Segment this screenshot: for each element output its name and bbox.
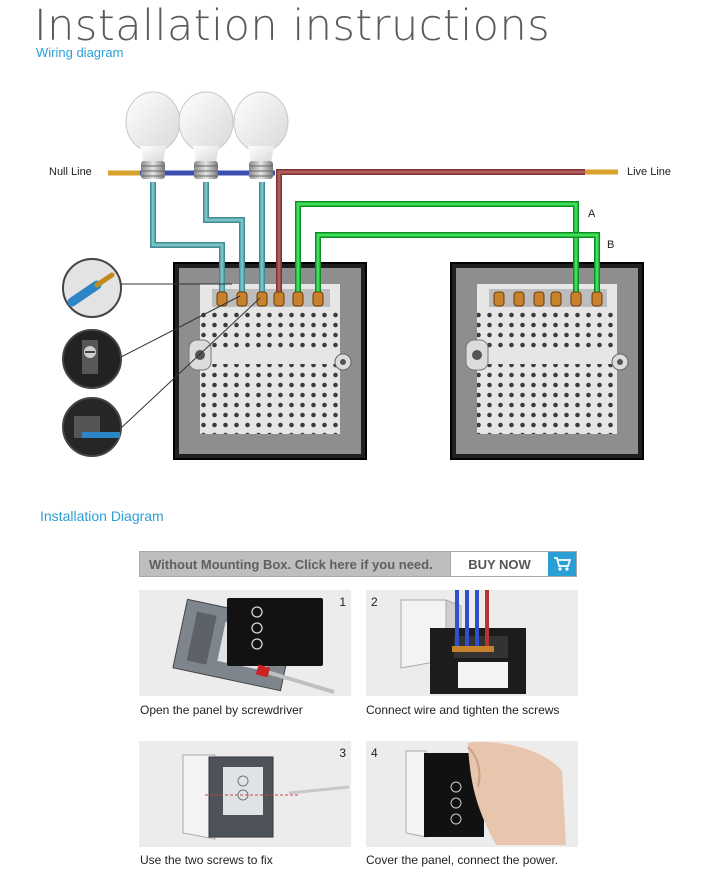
leader-lines xyxy=(120,283,261,429)
step-1-number: 1 xyxy=(339,595,346,609)
null-line-label: Null Line xyxy=(49,166,92,178)
right-terminals xyxy=(493,291,603,307)
step-3-image: 3 xyxy=(139,741,351,847)
wiring-diagram xyxy=(62,91,644,460)
wire-insert-detail xyxy=(62,397,122,457)
path-b-label: B xyxy=(607,239,615,251)
page-title: Installation instructions xyxy=(34,1,551,51)
step-1-caption: Open the panel by screwdriver xyxy=(140,703,303,717)
path-a-label: A xyxy=(588,208,596,220)
wire-strip-detail xyxy=(62,258,122,318)
banner-text[interactable]: Without Mounting Box. Click here if you … xyxy=(149,557,433,572)
step-4-caption: Cover the panel, connect the power. xyxy=(366,853,559,867)
step-1-image: 1 xyxy=(139,590,351,696)
buy-now-label: BUY NOW xyxy=(468,556,531,572)
left-terminals xyxy=(216,291,324,307)
live-line-wire xyxy=(276,169,618,303)
buy-now-button[interactable]: BUY NOW xyxy=(450,551,577,577)
step-2-caption: Connect wire and tighten the screws xyxy=(366,703,560,717)
load-wires xyxy=(150,182,265,300)
screwdriver-icon xyxy=(255,664,335,694)
step-4-image: 4 xyxy=(366,741,578,847)
light-bulb-icon xyxy=(178,91,234,179)
step-3-number: 3 xyxy=(339,746,346,760)
screw-terminal-detail xyxy=(62,329,122,389)
installation-heading: Installation Diagram xyxy=(40,508,164,524)
traveler-wire-a xyxy=(295,201,579,300)
step-2-image: 2 xyxy=(366,590,578,696)
switch-panel-left xyxy=(173,262,367,460)
step-4-number: 4 xyxy=(371,746,378,760)
mounting-box-banner[interactable]: Without Mounting Box. Click here if you … xyxy=(139,551,577,577)
light-bulb-icon xyxy=(125,91,181,179)
shopping-cart-icon xyxy=(548,552,576,576)
step-2-number: 2 xyxy=(371,595,378,609)
wiring-diagram-subtitle: Wiring diagram xyxy=(36,45,124,60)
step-3-caption: Use the two screws to fix xyxy=(140,853,273,867)
switch-panel-right xyxy=(450,262,644,460)
light-bulb-icon xyxy=(233,91,289,179)
traveler-wire-b xyxy=(315,232,600,300)
live-line-label: Live Line xyxy=(627,166,672,178)
